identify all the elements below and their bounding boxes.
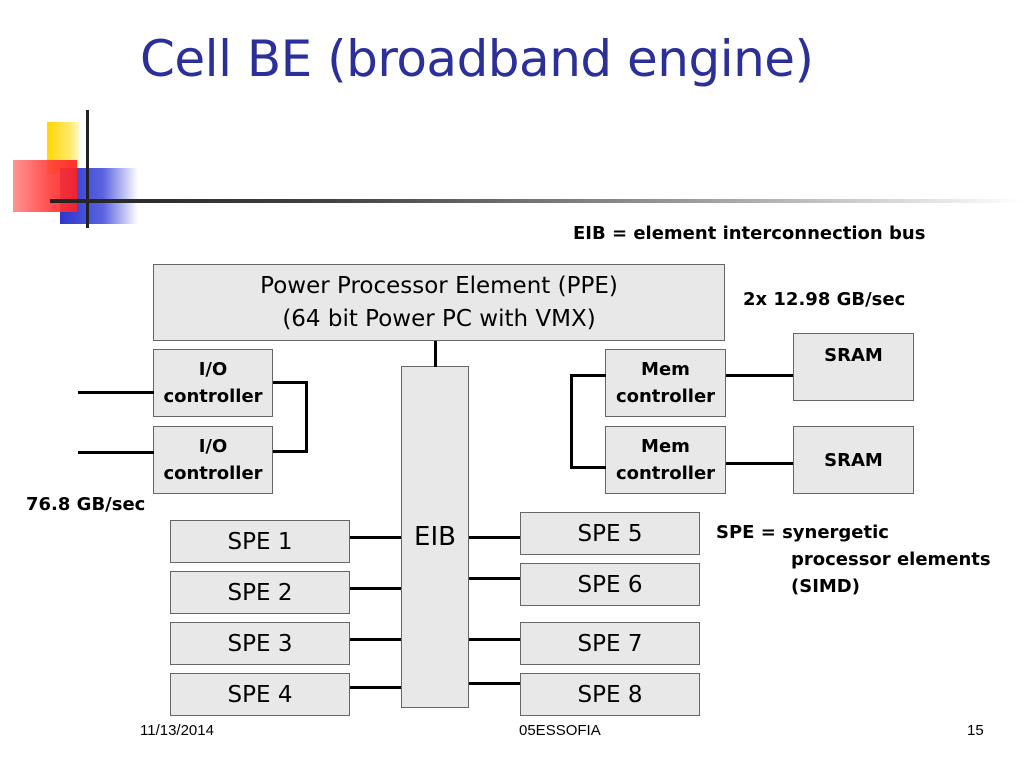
io2-external-line <box>78 451 154 454</box>
io1-right-line <box>273 381 308 384</box>
spe-label-8: SPE 8 <box>577 681 643 708</box>
io-controller-2: I/O controller <box>153 426 273 494</box>
red-square <box>13 160 77 212</box>
spe-label-7: SPE 7 <box>577 630 643 657</box>
io-bandwidth-label: 76.8 GB/sec <box>26 494 146 515</box>
eib-definition: EIB = element interconnection bus <box>573 223 926 244</box>
spe3-eib-line <box>350 638 401 641</box>
sram-1-label: SRAM <box>824 345 883 366</box>
slide-title: Cell BE (broadband engine) <box>140 30 814 88</box>
footer-center-text: 05ESSOFIA <box>519 722 601 739</box>
mem-controller-1-label-line2: controller <box>615 386 716 407</box>
sram-2: SRAM <box>793 426 914 494</box>
spe-box-3: SPE 3 <box>170 622 350 665</box>
spe-box-8: SPE 8 <box>520 673 700 716</box>
spe-definition-line3: (SIMD) <box>791 576 860 597</box>
spe-box-7: SPE 7 <box>520 622 700 665</box>
spe-label-2: SPE 2 <box>227 579 293 606</box>
spe8-eib-line <box>469 682 520 685</box>
io-controller-2-label-line2: controller <box>163 463 263 484</box>
io-vertical-join <box>305 381 308 453</box>
spe-label-5: SPE 5 <box>577 520 643 547</box>
mem-controller-2: Mem controller <box>605 426 726 494</box>
spe4-eib-line <box>350 686 401 689</box>
spe2-eib-line <box>350 587 401 590</box>
spe-label-1: SPE 1 <box>227 528 293 555</box>
io-controller-1-label-line1: I/O <box>198 359 228 380</box>
spe-label-4: SPE 4 <box>227 681 293 708</box>
decorative-squares-graphic <box>0 100 1024 230</box>
spe-definition-line2: processor elements <box>791 549 991 570</box>
mem-controller-2-label-line2: controller <box>615 463 716 484</box>
footer-date: 11/13/2014 <box>140 722 214 739</box>
mem-left-vertical <box>570 374 573 469</box>
spe-label-6: SPE 6 <box>577 571 643 598</box>
io1-external-line <box>78 391 154 394</box>
ppe-eib-connector <box>434 341 437 367</box>
io2-right-line <box>273 450 308 453</box>
spe-box-5: SPE 5 <box>520 512 700 555</box>
ppe-box: Power Processor Element (PPE) (64 bit Po… <box>153 264 725 341</box>
vertical-rule <box>86 110 89 228</box>
mem2-left-line <box>570 466 606 469</box>
mem-controller-2-label-line1: Mem <box>641 436 690 457</box>
sram-2-label: SRAM <box>824 449 883 471</box>
spe-box-1: SPE 1 <box>170 520 350 563</box>
mem1-left-line <box>570 374 606 377</box>
spe6-eib-line <box>469 577 520 580</box>
mem2-sram2-line <box>726 462 793 465</box>
eib-bus: EIB <box>401 366 469 708</box>
spe7-eib-line <box>469 638 520 641</box>
spe-box-6: SPE 6 <box>520 563 700 606</box>
ppe-label-line1: Power Processor Element (PPE) <box>260 272 618 299</box>
sram-1: SRAM <box>793 333 914 401</box>
spe-box-4: SPE 4 <box>170 673 350 716</box>
mem-controller-1: Mem controller <box>605 349 726 417</box>
spe-definition-line1: SPE = synergetic <box>716 522 889 543</box>
io-controller-2-label-line1: I/O <box>198 436 228 457</box>
eib-label: EIB <box>414 522 456 552</box>
footer-page-number: 15 <box>967 722 984 739</box>
mem-controller-1-label-line1: Mem <box>641 359 690 380</box>
io-controller-1-label-line2: controller <box>163 386 263 407</box>
spe5-eib-line <box>469 536 520 539</box>
memory-bandwidth-label: 2x 12.98 GB/sec <box>743 289 906 310</box>
io-controller-1: I/O controller <box>153 349 273 417</box>
mem1-sram1-line <box>726 374 793 377</box>
spe-box-2: SPE 2 <box>170 571 350 614</box>
ppe-label-line2: (64 bit Power PC with VMX) <box>282 305 596 332</box>
spe1-eib-line <box>350 536 401 539</box>
spe-label-3: SPE 3 <box>227 630 293 657</box>
horizontal-rule <box>50 199 1024 203</box>
